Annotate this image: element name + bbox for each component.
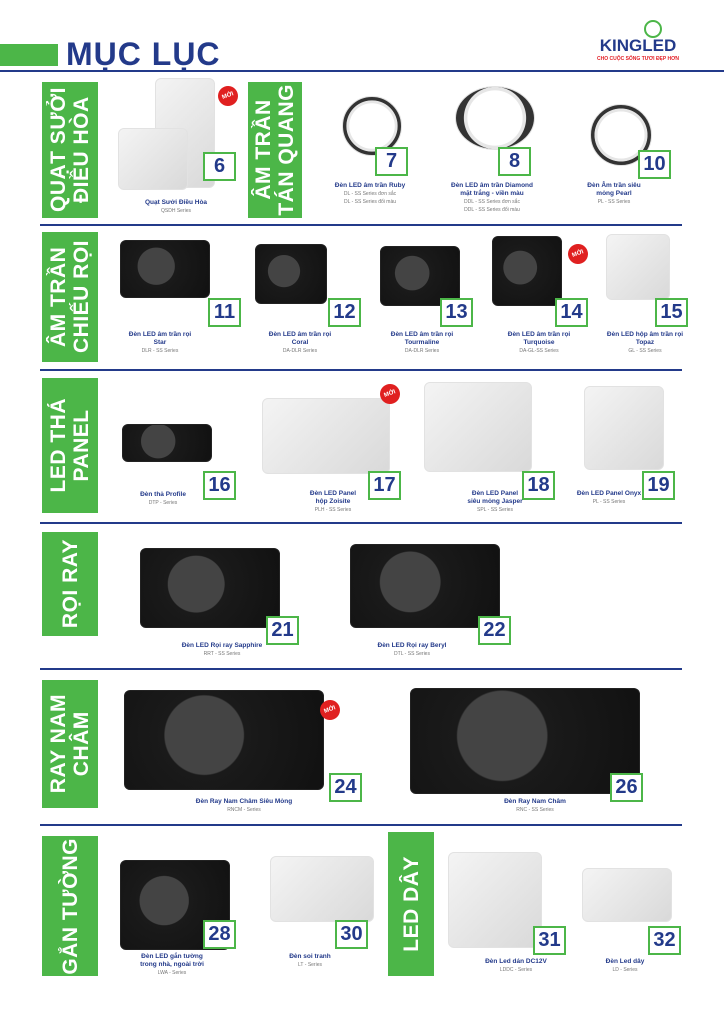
product-image [342, 96, 402, 156]
page-title: MỤC LỤC [66, 36, 221, 72]
product-image [350, 544, 500, 628]
page-number[interactable]: 11 [208, 298, 241, 327]
category-led-tha-panel[interactable]: LED THẢ PANEL [42, 378, 98, 513]
page-number[interactable]: 17 [368, 471, 401, 500]
page-number[interactable]: 24 [329, 773, 362, 802]
category-quat-suoi[interactable]: QUẠT SƯỞI ĐIỀU HÒA [42, 82, 98, 218]
logo-leaf-icon [644, 20, 662, 38]
product-image [270, 856, 374, 922]
product-image [120, 240, 210, 298]
page-number[interactable]: 6 [203, 152, 236, 181]
category-ray-nam-cham[interactable]: RAY NAM CHÂM [42, 680, 98, 808]
product-image [262, 398, 390, 474]
kingled-logo: KINGLED CHO CUỘC SỐNG TƯƠI ĐẸP HƠN [588, 20, 688, 68]
new-badge: MỚI [565, 241, 591, 267]
page-number[interactable]: 7 [375, 147, 408, 176]
section-divider [40, 668, 682, 670]
page-number[interactable]: 32 [648, 926, 681, 955]
new-badge: MỚI [215, 83, 241, 109]
page-number[interactable]: 26 [610, 773, 643, 802]
page-number[interactable]: 12 [328, 298, 361, 327]
page-number[interactable]: 22 [478, 616, 511, 645]
product-image [606, 234, 670, 300]
product-image [124, 690, 324, 790]
page-number[interactable]: 31 [533, 926, 566, 955]
page-number[interactable]: 8 [498, 147, 531, 176]
logo-tagline: CHO CUỘC SỐNG TƯƠI ĐẸP HƠN [596, 56, 680, 62]
product-image [448, 852, 542, 948]
header-divider [0, 70, 724, 72]
product-image [424, 382, 532, 472]
page-number[interactable]: 18 [522, 471, 555, 500]
product-image [118, 128, 188, 190]
category-am-tran-chieu-roi[interactable]: ÂM TRẦN CHIẾU RỌI [42, 232, 98, 362]
page-number[interactable]: 28 [203, 920, 236, 949]
page-number[interactable]: 10 [638, 150, 671, 179]
section-divider [40, 522, 682, 524]
section-divider [40, 824, 682, 826]
product-image [140, 548, 280, 628]
product-image [255, 244, 327, 304]
product-image [410, 688, 640, 794]
page-number[interactable]: 30 [335, 920, 368, 949]
product-image [380, 246, 460, 306]
page-number[interactable]: 14 [555, 298, 588, 327]
product-caption[interactable]: Đèn LED âm trần Diamond mặt trắng - viền… [451, 182, 533, 213]
category-led-day[interactable]: LED DÂY [388, 832, 434, 976]
section-divider [40, 224, 682, 226]
page-number[interactable]: 15 [655, 298, 688, 327]
page-number[interactable]: 21 [266, 616, 299, 645]
product-image [455, 86, 535, 150]
page-number[interactable]: 16 [203, 471, 236, 500]
product-image [584, 386, 664, 470]
section-divider [40, 369, 682, 371]
product-image [122, 424, 212, 462]
page-number[interactable]: 19 [642, 471, 675, 500]
page-number[interactable]: 13 [440, 298, 473, 327]
logo-text: KINGLED [599, 36, 677, 55]
header-accent-bar [0, 44, 58, 66]
category-roi-ray[interactable]: RỌI RAY [42, 532, 98, 636]
category-am-tran-tan-quang[interactable]: ÂM TRẦN TÁN QUANG [248, 82, 302, 218]
product-image [492, 236, 562, 306]
category-gan-tuong[interactable]: GẮN TƯỜNG [42, 836, 98, 976]
product-image [582, 868, 672, 922]
